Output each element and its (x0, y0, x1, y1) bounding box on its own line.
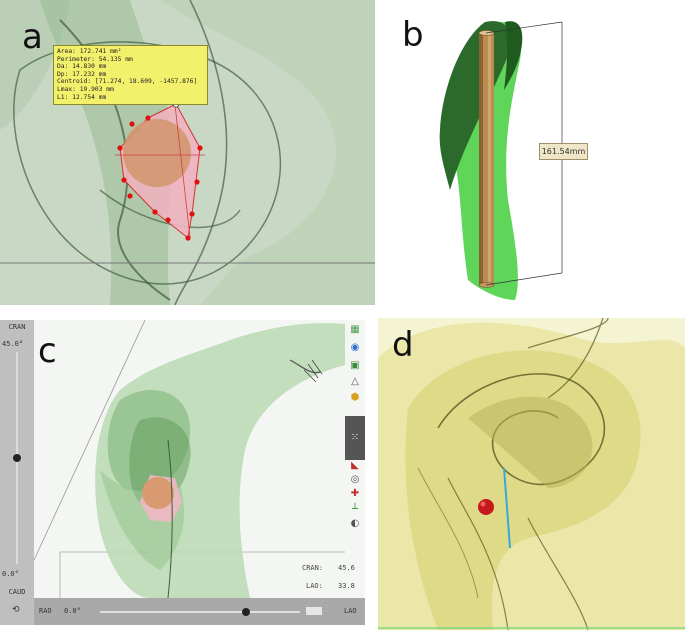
panel-b: 161.54mm b (390, 0, 685, 305)
panel-c-render (0, 320, 365, 625)
horizontal-slider-thumb[interactable] (242, 608, 250, 616)
measure-lmax: Lmax: 19.903 mm (57, 85, 114, 93)
measure-l1: L1: 12.754 mm (57, 93, 107, 101)
cran-label: CRAN (8, 323, 26, 331)
caud-label: CAUD (8, 588, 26, 596)
measure-dp: Dp: 17.232 mm (57, 70, 107, 78)
length-label: 161.54mm (539, 143, 588, 160)
panel-d-render (378, 318, 685, 630)
axis-icon[interactable]: ✚ (350, 488, 360, 499)
collapse-icon[interactable] (345, 416, 365, 460)
caud-value: 0.0° (2, 570, 19, 578)
arrow-icon[interactable]: ◣ (351, 460, 359, 471)
panel-letter-a: a (22, 17, 43, 57)
cran-caud-slider[interactable]: CRAN 45.0° 0.0° CAUD ⟲ (0, 320, 34, 625)
eye-icon[interactable]: ◎ (350, 474, 360, 485)
view-toolbar: ▦ ◉ ▣ △ ⬢ ⁙ ◣ ◎ ✚ ┴ ◐ (345, 320, 365, 598)
ruler-icon[interactable]: ┴ (351, 504, 359, 515)
measure-perimeter: Perimeter: 54.135 mm (57, 55, 133, 63)
crosshair-icon[interactable]: ⁙ (350, 432, 360, 443)
display-icon[interactable]: ▣ (350, 360, 360, 371)
rao-label: RAO (39, 607, 52, 615)
panel-a: Area: 172.741 mm² Perimeter: 54.135 mm D… (0, 0, 375, 305)
readout-lao-value: 33.8 (338, 582, 355, 590)
measurement-box: Area: 172.741 mm² Perimeter: 54.135 mm D… (53, 45, 208, 105)
rao-lao-slider[interactable]: RAO 0.0° LAO (34, 598, 365, 625)
cran-value: 45.0° (2, 340, 24, 348)
readout-cran-value: 45.6 (338, 564, 355, 572)
panel-d: d (378, 318, 685, 630)
camera-icon[interactable]: ◉ (350, 342, 360, 353)
measure-centroid: Centroid: [71.274, 18.609, -1457.876] (57, 78, 198, 86)
panel-c: CRAN 45.0° 0.0° CAUD ⟲ CRAN: 45.6 LAO: 3… (0, 320, 365, 625)
lao-label: LAO (344, 607, 357, 615)
cube-icon[interactable]: ⬢ (350, 392, 360, 403)
panel-letter-c: c (38, 331, 57, 371)
horizontal-slider-track (100, 611, 300, 613)
readout-cran-label: CRAN: (302, 564, 324, 572)
panel-letter-d: d (392, 325, 414, 365)
grid-icon[interactable]: ▦ (350, 324, 360, 335)
contrast-icon[interactable]: ◐ (350, 518, 360, 529)
measure-icon[interactable]: △ (351, 376, 359, 387)
panel-b-render (439, 21, 563, 301)
rotate-icon[interactable]: ⟲ (12, 605, 20, 615)
horizontal-value: 0.0° (64, 607, 81, 615)
measure-da: Da: 14.830 mm (57, 63, 107, 71)
readout-lao-label: LAO: (306, 582, 323, 590)
vertical-slider-thumb[interactable] (13, 454, 21, 462)
value-box[interactable] (306, 607, 322, 615)
panel-letter-b: b (402, 15, 424, 55)
measure-area: Area: 172.741 mm² (57, 48, 122, 55)
